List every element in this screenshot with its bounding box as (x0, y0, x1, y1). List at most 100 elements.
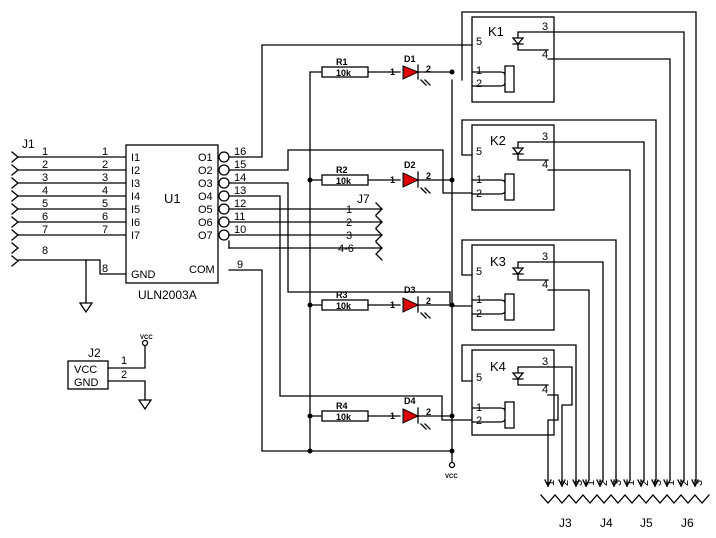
j5-pin-3: 3 (652, 480, 664, 486)
u1-in-name-6: I6 (131, 217, 140, 229)
resistor-r4: R4 10k (321, 401, 401, 422)
u1-out-name-3: O3 (198, 178, 213, 190)
d1-pin-k: 2 (426, 64, 431, 74)
k1-body (471, 16, 555, 103)
j1-pin-rows (11, 151, 127, 275)
relay-k2: K2 5 3 4 1 2 (461, 119, 657, 481)
relay-contact-icon (511, 141, 549, 161)
k3-ref: K3 (490, 254, 506, 269)
u1-out-num-16: 16 (234, 146, 246, 158)
led-d4: D4 1 2 (390, 396, 453, 430)
k2-ref: K2 (490, 133, 506, 148)
k4-contact-wires (547, 366, 573, 481)
k4-ref: K4 (490, 359, 506, 374)
d2-pin-k: 2 (426, 171, 431, 181)
led-d1: D1 1 2 (390, 54, 453, 86)
vcc-terminal-icon (141, 339, 149, 347)
k3-pin-5: 5 (476, 266, 482, 278)
k4-pin-3: 3 (542, 356, 548, 368)
wire-o2 (228, 149, 473, 194)
k3-pin-3: 3 (542, 251, 548, 263)
k1-pin-5: 5 (476, 36, 482, 48)
j4-pin-1: 1 (585, 480, 597, 486)
led-d2: D2 1 2 (390, 160, 453, 194)
u1-out-name-6: O6 (198, 217, 213, 229)
j7-pin-chevrons (375, 202, 383, 261)
k1-com-wire (461, 11, 697, 481)
u1-in-num-3: 3 (102, 172, 108, 184)
j6-pin-1: 1 (665, 480, 677, 486)
j1-wires (17, 156, 127, 275)
j4-ref: J4 (600, 516, 613, 530)
relay-k3: K3 5 3 4 1 2 (461, 239, 617, 481)
d2-ref: D2 (404, 160, 416, 170)
d2-pin-a: 1 (390, 175, 395, 185)
relay-coil-icon (471, 173, 515, 201)
vcc-bottom-label: VCC (445, 474, 458, 480)
u1-out-num-10: 10 (234, 224, 246, 236)
u1-out-num-11: 11 (234, 211, 245, 223)
k3-pin-4: 4 (542, 279, 548, 291)
vcc-terminal-bottom: VCC (445, 461, 458, 480)
light-emission-icon (420, 187, 431, 194)
u1-body (125, 144, 219, 284)
j2-label-vcc: VCC (74, 364, 97, 376)
d4-pin-a: 1 (390, 411, 395, 421)
k2-contact-wires (547, 141, 645, 481)
light-emission-icon (420, 79, 431, 86)
j1-pin-5: 5 (42, 198, 48, 210)
j1-pin-7: 7 (42, 224, 48, 236)
d3-pin-a: 1 (390, 300, 395, 310)
r1-ref: R1 (336, 57, 348, 67)
j1-pin-6: 6 (42, 211, 48, 223)
d1-pin-a: 1 (390, 67, 395, 77)
r2-ref: R2 (336, 165, 348, 175)
j1-ref: J1 (22, 137, 35, 151)
u1-ref: U1 (164, 191, 181, 206)
r2-value: 10k (336, 176, 352, 186)
ground-icon (78, 259, 94, 314)
u1-output-bubbles (218, 151, 230, 241)
ic-u1: U1 ULN2003A 1 2 3 4 5 6 7 8 I1 I2 I3 I4 … (102, 144, 246, 302)
j1-pin-3: 3 (42, 172, 48, 184)
u1-out-name-4: O4 (198, 191, 213, 203)
j6-pin-3: 3 (693, 480, 705, 486)
k4-pin-4: 4 (542, 384, 548, 396)
k3-com-wire (461, 239, 617, 481)
j2-body (67, 360, 109, 390)
j7-pin-4-6: 4-6 (338, 243, 354, 255)
k1-pin-3: 3 (542, 21, 548, 33)
d4-pin-k: 2 (426, 407, 431, 417)
d3-pin-k: 2 (426, 296, 431, 306)
k1-ref: K1 (488, 24, 504, 39)
j1-pin-chevrons (11, 151, 20, 267)
j7-pin-2: 2 (346, 217, 352, 229)
j5-pin-1: 1 (625, 480, 637, 486)
k3-body (471, 244, 555, 331)
u1-in-name-5: I5 (131, 204, 140, 216)
u1-in-name-4: I4 (131, 191, 140, 203)
j2-pin-2: 2 (121, 369, 127, 381)
led-icon (402, 297, 420, 313)
u1-in-num-7: 7 (102, 224, 108, 236)
connector-j2: J2 VCC GND 1 2 VCC (67, 335, 153, 411)
j3-pin-3: 3 (573, 480, 585, 486)
light-emission-icon (420, 312, 431, 319)
relay-contact-icon (511, 366, 549, 386)
j7-pin-1: 1 (346, 204, 352, 216)
connector-j7: J7 1 2 3 4-6 (338, 192, 383, 261)
k1-pin-2: 2 (476, 78, 482, 90)
j2-vcc-label: VCC (140, 335, 153, 341)
wire-o1 (228, 44, 463, 158)
j2-wires (107, 344, 146, 401)
r4-ref: R4 (336, 401, 348, 411)
k1-pin-4: 4 (542, 49, 548, 61)
r3-value: 10k (336, 301, 352, 311)
wire-com (228, 269, 453, 463)
u1-in-name-7: I7 (131, 230, 140, 242)
u1-out-num-14: 14 (234, 172, 246, 184)
resistor-r3: R3 10k (321, 290, 401, 311)
u1-com-num: 9 (237, 259, 243, 271)
relay-coil-icon (471, 293, 515, 321)
k2-pin-3: 3 (542, 131, 548, 143)
